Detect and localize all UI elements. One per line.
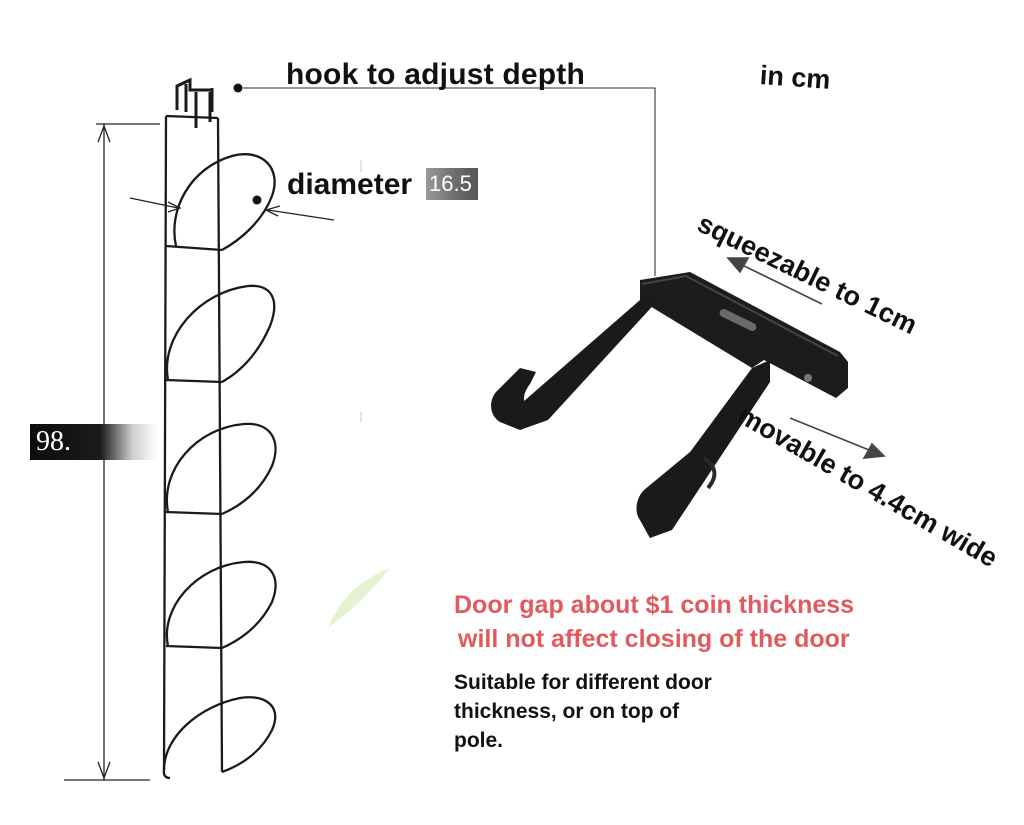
height-value: 98. [30, 424, 158, 460]
diameter-label: diameter [287, 168, 413, 201]
hook-leader-line [243, 87, 656, 276]
suitable-line-3: pole. [454, 729, 504, 752]
hook-leader-dot [233, 83, 243, 93]
loop-3 [165, 422, 277, 516]
loop-5 [162, 696, 277, 774]
loop-2 [165, 284, 276, 384]
hook-adjust-label: hook to adjust depth [286, 58, 585, 91]
suitable-line-2: thickness, or on top of [454, 700, 680, 723]
diameter-arrows [129, 197, 335, 221]
diameter-value: 16.5 [426, 168, 478, 200]
door-gap-note: Door gap about $1 coin thickness will no… [454, 588, 854, 656]
suitable-note: Suitable for different door thickness, o… [454, 668, 712, 755]
squeeze-arrow [726, 257, 823, 305]
door-gap-line-1: Door gap about $1 coin thickness [454, 591, 855, 619]
leaf-decoration [328, 568, 390, 628]
adjustable-bracket [491, 272, 848, 538]
top-hook [175, 77, 214, 128]
movable-arrow [789, 417, 886, 459]
rack-frame [162, 114, 224, 780]
loop-1 [173, 153, 276, 252]
background-specks [360, 160, 362, 422]
suitable-line-1: Suitable for different door [454, 671, 712, 694]
rack-loops [162, 153, 277, 774]
loop-4 [165, 560, 277, 650]
units-label: in cm [758, 60, 832, 95]
diameter-leader-dot [252, 195, 262, 205]
door-gap-line-2: will not affect closing of the door [458, 625, 850, 653]
